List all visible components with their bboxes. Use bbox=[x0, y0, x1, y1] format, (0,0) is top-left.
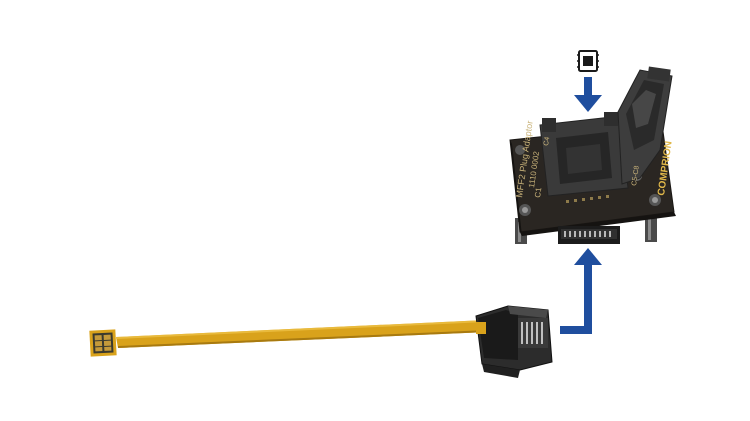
arrow-down-icon bbox=[574, 77, 602, 112]
board-label-c1: C1 bbox=[533, 186, 543, 198]
board-label-c5-c8: C5-C8 bbox=[631, 165, 641, 186]
chip-icon bbox=[577, 50, 599, 72]
flex-cable bbox=[116, 320, 488, 348]
board-label-c4: C4 bbox=[543, 136, 551, 146]
chip-module bbox=[89, 329, 117, 357]
cable-connector bbox=[475, 305, 553, 378]
adapter-board: MFF2 Plug Adaptor 1110 0002 C1 C4 C5-C8 … bbox=[509, 66, 676, 244]
arrow-up-icon bbox=[560, 248, 602, 334]
